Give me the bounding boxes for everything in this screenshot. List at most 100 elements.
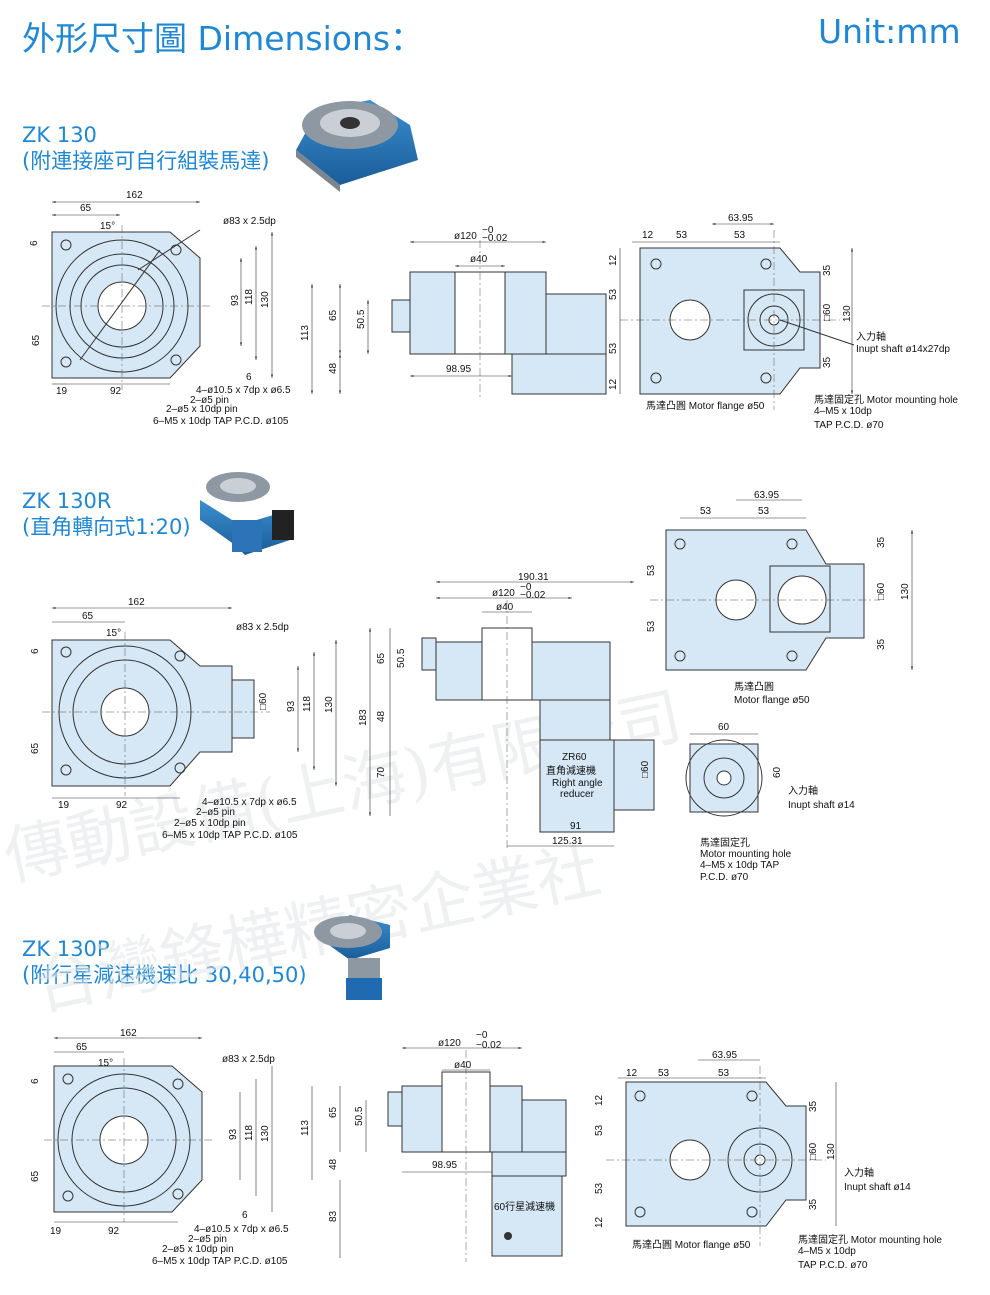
svg-text:60: 60 xyxy=(772,766,783,778)
svg-text:ø83 x 2.5dp: ø83 x 2.5dp xyxy=(236,622,289,633)
svg-text:入力軸: 入力軸 xyxy=(856,330,886,343)
svg-text:□60: □60 xyxy=(258,692,269,710)
svg-text:118: 118 xyxy=(302,696,313,712)
front-dims-zk130r: 162 65 15° ø83 x 2.5dp 6 65 □60 93 118 1… xyxy=(30,597,338,841)
svg-text:130: 130 xyxy=(324,696,335,713)
svg-text:130: 130 xyxy=(260,1125,271,1142)
side-dims-zk130p: ø120−0−0.02 ø40 113 65 50.5 48 83 98.95 … xyxy=(300,1030,555,1258)
svg-text:19: 19 xyxy=(50,1226,62,1237)
svg-text:48: 48 xyxy=(328,362,339,374)
svg-text:ø83 x 2.5dp: ø83 x 2.5dp xyxy=(222,1054,275,1065)
svg-text:53: 53 xyxy=(700,506,712,517)
svg-text:6: 6 xyxy=(30,1078,41,1084)
svg-text:ø40: ø40 xyxy=(496,602,514,613)
model-name: ZK 130P xyxy=(22,937,110,961)
svg-text:TAP P.C.D. ø70: TAP P.C.D. ø70 xyxy=(814,420,884,431)
svg-text:162: 162 xyxy=(126,190,143,201)
svg-text:4–M5 x 10dp: 4–M5 x 10dp xyxy=(798,1246,856,1257)
svg-text:15°: 15° xyxy=(106,628,121,639)
svg-text:15°: 15° xyxy=(100,221,115,232)
front-view-zk130p xyxy=(44,1058,212,1222)
svg-text:4–ø10.5 x 7dp x ø6.5: 4–ø10.5 x 7dp x ø6.5 xyxy=(196,385,291,396)
svg-text:6–M5 x 10dp TAP P.C.D. ø105: 6–M5 x 10dp TAP P.C.D. ø105 xyxy=(153,416,289,427)
svg-text:53: 53 xyxy=(758,506,770,517)
svg-text:130: 130 xyxy=(826,1143,837,1160)
model-desc: (附行星減速機速比 30,40,50) xyxy=(22,963,307,987)
model-zk130: ZK 130(附連接座可自行組裝馬達) xyxy=(22,122,269,174)
svg-text:118: 118 xyxy=(244,1125,255,1141)
svg-text:−0.02: −0.02 xyxy=(476,1040,502,1051)
svg-text:入力軸: 入力軸 xyxy=(844,1166,874,1179)
svg-text:馬達固定孔 Motor mounting hole: 馬達固定孔 Motor mounting hole xyxy=(814,393,958,406)
svg-text:65: 65 xyxy=(76,1042,88,1053)
svg-text:60: 60 xyxy=(718,722,730,733)
product-photo-zk130 xyxy=(296,100,418,192)
svg-text:Inupt shaft ø14: Inupt shaft ø14 xyxy=(844,1182,911,1193)
svg-text:65: 65 xyxy=(376,652,387,664)
svg-text:馬達固定孔 Motor mounting hole: 馬達固定孔 Motor mounting hole xyxy=(798,1233,942,1246)
svg-text:Motor flange ø50: Motor flange ø50 xyxy=(734,695,810,706)
side-view-zk130r xyxy=(421,600,655,850)
motor-view-zk130 xyxy=(620,230,840,410)
svg-text:162: 162 xyxy=(120,1028,137,1039)
svg-text:48: 48 xyxy=(376,710,387,722)
svg-text:65: 65 xyxy=(30,742,41,754)
svg-text:53: 53 xyxy=(646,620,657,632)
svg-text:93: 93 xyxy=(230,294,241,306)
svg-text:12: 12 xyxy=(642,230,654,241)
model-zk130r: ZK 130R(直角轉向式1:20) xyxy=(22,488,191,540)
front-view-zk130 xyxy=(42,225,210,390)
side-dims-zk130r: 190.31 ø120−0−0.02 ø40 183 65 50.5 48 70… xyxy=(358,572,651,847)
svg-text:ø83 x 2.5dp: ø83 x 2.5dp xyxy=(223,216,276,227)
svg-text:65: 65 xyxy=(31,334,42,346)
svg-text:12: 12 xyxy=(626,1068,638,1079)
svg-text:入力軸: 入力軸 xyxy=(788,784,818,797)
model-name: ZK 130 xyxy=(22,123,97,147)
svg-text:92: 92 xyxy=(116,800,128,811)
svg-text:−0: −0 xyxy=(520,582,532,593)
svg-text:2–ø5 x 10dp pin: 2–ø5 x 10dp pin xyxy=(174,818,246,829)
front-dims-zk130: 162 65 15° ø83 x 2.5dp 6 65 93 118 130 6… xyxy=(29,190,291,427)
svg-text:93: 93 xyxy=(228,1128,239,1140)
svg-text:Right angle: Right angle xyxy=(552,778,603,789)
svg-text:53: 53 xyxy=(594,1182,605,1194)
svg-text:6: 6 xyxy=(242,1210,248,1221)
svg-text:93: 93 xyxy=(286,700,297,712)
svg-text:65: 65 xyxy=(328,1106,339,1118)
svg-text:6: 6 xyxy=(29,240,40,246)
svg-text:6–M5 x 10dp TAP P.C.D. ø105: 6–M5 x 10dp TAP P.C.D. ø105 xyxy=(162,830,298,841)
svg-text:53: 53 xyxy=(608,342,619,354)
svg-text:162: 162 xyxy=(128,597,145,608)
svg-text:□60: □60 xyxy=(822,303,833,321)
svg-text:−0.02: −0.02 xyxy=(482,233,508,244)
svg-text:2–ø5 x 10dp pin: 2–ø5 x 10dp pin xyxy=(166,404,238,415)
svg-text:92: 92 xyxy=(110,386,122,397)
svg-text:130: 130 xyxy=(260,291,271,308)
svg-text:130: 130 xyxy=(842,305,853,322)
svg-text:ø120: ø120 xyxy=(492,588,515,599)
svg-text:reducer: reducer xyxy=(560,789,595,800)
svg-text:63.95: 63.95 xyxy=(728,213,753,224)
svg-text:50.5: 50.5 xyxy=(354,1106,365,1126)
page-title: 外形尺寸圖 Dimensions： xyxy=(22,19,424,58)
svg-text:70: 70 xyxy=(376,766,387,778)
svg-text:35: 35 xyxy=(808,1100,819,1112)
svg-text:53: 53 xyxy=(646,564,657,576)
svg-text:2–ø5 pin: 2–ø5 pin xyxy=(196,807,235,818)
svg-text:53: 53 xyxy=(594,1124,605,1136)
svg-text:ZR60: ZR60 xyxy=(562,752,587,763)
svg-text:65: 65 xyxy=(82,611,94,622)
svg-text:53: 53 xyxy=(676,230,688,241)
svg-text:183: 183 xyxy=(358,709,369,726)
svg-text:65: 65 xyxy=(328,309,339,321)
svg-text:65: 65 xyxy=(80,203,92,214)
svg-text:130: 130 xyxy=(900,583,911,600)
svg-text:馬達凸圓 Motor flange ø50: 馬達凸圓 Motor flange ø50 xyxy=(646,400,765,412)
svg-text:馬達凸圓 Motor flange ø50: 馬達凸圓 Motor flange ø50 xyxy=(632,1239,751,1251)
svg-text:4–M5 x 10dp: 4–M5 x 10dp xyxy=(814,406,872,417)
motor-view-zk130p xyxy=(606,1066,826,1246)
svg-text:50.5: 50.5 xyxy=(396,648,407,668)
svg-text:63.95: 63.95 xyxy=(712,1050,737,1061)
svg-text:ø40: ø40 xyxy=(454,1060,472,1071)
